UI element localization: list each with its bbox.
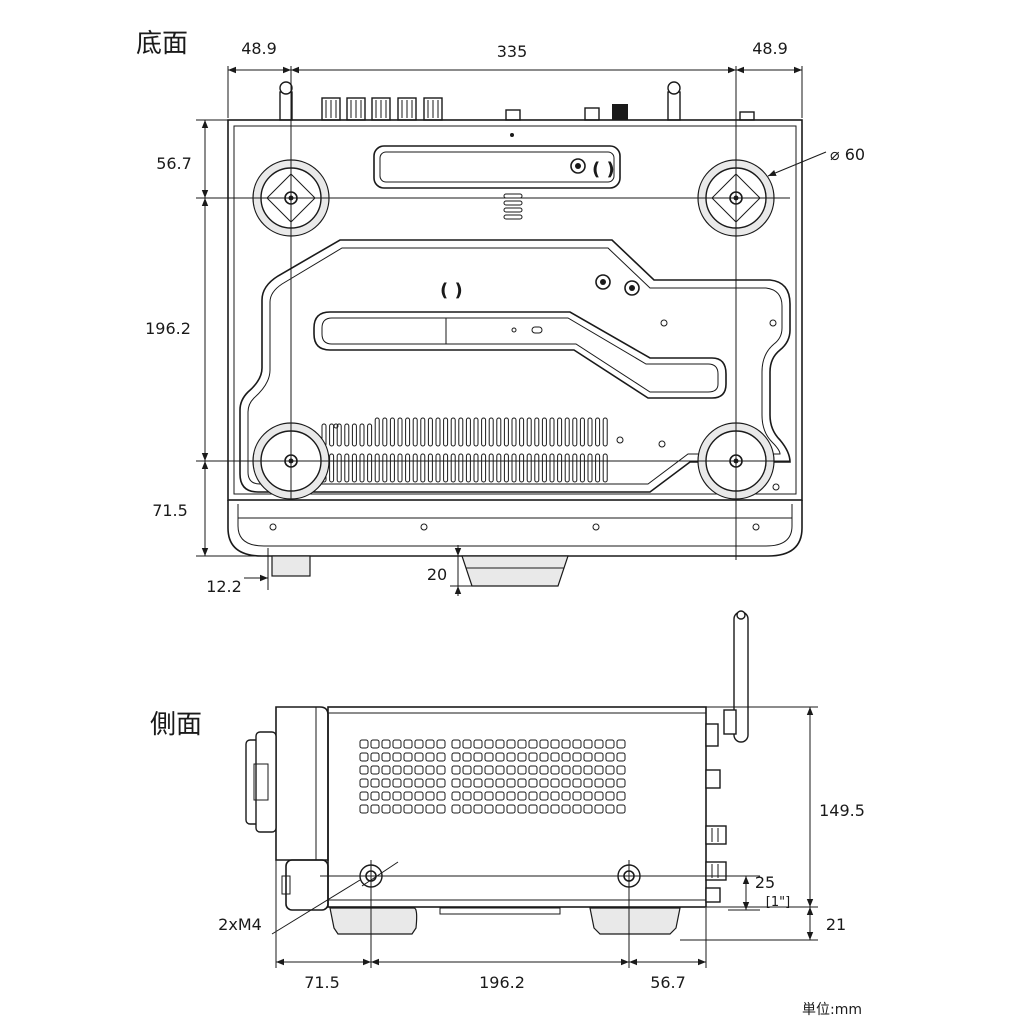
- base-plate-outline: [239, 239, 791, 493]
- dim-height: 149.5: [819, 801, 865, 820]
- front-panel: [227, 500, 803, 557]
- rear-terminals: [279, 81, 755, 121]
- dim-left-middle: 196.2: [145, 319, 191, 338]
- dim-screw-inch: [1"]: [766, 895, 790, 910]
- dim-foot-offset: 12.2: [206, 577, 242, 596]
- bottom-view: 底面: [136, 29, 865, 596]
- front-foot-left: [271, 555, 311, 577]
- dim-foot: 21: [826, 915, 846, 934]
- screw-symbols: ( ) ( ): [440, 158, 640, 301]
- front-knob: [245, 731, 277, 833]
- dim-top-center: 335: [497, 42, 528, 61]
- dim-top-right: 48.9: [752, 39, 788, 58]
- antenna: [723, 610, 749, 743]
- dim-bottom-right: 56.7: [650, 973, 686, 992]
- label-screw-type: 2xM4: [218, 915, 262, 934]
- dim-foot-height: 20: [427, 565, 447, 584]
- side-foot-right: [589, 907, 681, 935]
- side-front-panel: [275, 706, 329, 861]
- side-foot-left: [329, 907, 418, 935]
- dim-left-upper: 56.7: [156, 154, 192, 173]
- side-view: 側面: [150, 610, 865, 992]
- vent-slots: [321, 417, 608, 483]
- top-recess: [373, 145, 621, 189]
- side-vents: [359, 739, 626, 814]
- rear-connectors: [705, 723, 727, 903]
- dim-bottom-center: 196.2: [479, 973, 525, 992]
- side-chassis: [327, 706, 707, 908]
- dim-left-lower: 71.5: [152, 501, 188, 520]
- dim-foot-diameter: ⌀ 60: [830, 145, 865, 164]
- unit-label: 単位:mm: [802, 1002, 862, 1018]
- dim-top-left: 48.9: [241, 39, 277, 58]
- dim-screw-height: 25: [755, 873, 775, 892]
- small-vent: [503, 193, 523, 220]
- inner-channel: [313, 311, 727, 399]
- dim-bottom-left: 71.5: [304, 973, 340, 992]
- front-foot-center: [461, 555, 569, 587]
- side-view-title: 側面: [150, 710, 202, 740]
- chassis-outline: [227, 119, 803, 501]
- bottom-view-title: 底面: [136, 29, 188, 59]
- svg-text:( ): ( ): [440, 280, 463, 301]
- svg-text:( ): ( ): [592, 159, 615, 180]
